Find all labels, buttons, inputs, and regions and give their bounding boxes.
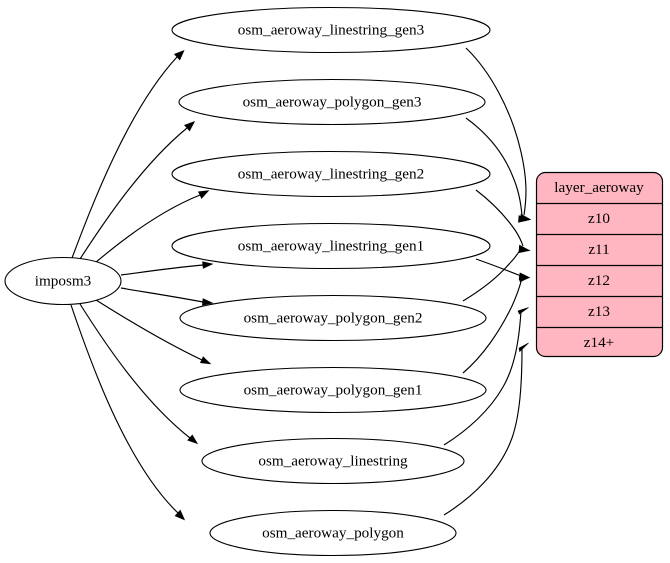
- edge-imposm3-to-osm_aeroway_linestring: [79, 303, 199, 445]
- edge-imposm3-to-osm_aeroway_polygon_gen1: [95, 299, 212, 365]
- layer_aeroway-row-z10-label[interactable]: z10: [588, 210, 610, 227]
- node-osm_aeroway_polygon_gen2-label: osm_aeroway_polygon_gen2: [244, 309, 423, 326]
- edge-imposm3-to-osm_aeroway_linestring_gen3: [71, 49, 185, 259]
- edge-osm_aeroway_polygon_gen3-to-z10: [465, 117, 530, 223]
- node-osm_aeroway_polygon_gen2[interactable]: osm_aeroway_polygon_gen2: [179, 294, 487, 342]
- node-osm_aeroway_polygon_gen2-shape[interactable]: [179, 294, 487, 342]
- edge-group-source-to-tables: [70, 49, 214, 521]
- node-osm_aeroway_polygon_gen3-shape[interactable]: [178, 78, 486, 126]
- node-osm_aeroway_linestring_gen3-label: osm_aeroway_linestring_gen3: [238, 21, 424, 38]
- layer_aeroway-row-z13-label[interactable]: z13: [588, 303, 610, 320]
- edge-imposm3-to-osm_aeroway_polygon: [70, 304, 186, 521]
- edge-osm_aeroway_polygon_gen2-to-z11: [462, 244, 531, 302]
- node-osm_aeroway_linestring-label: osm_aeroway_linestring: [258, 452, 408, 469]
- node-osm_aeroway_linestring-shape[interactable]: [201, 437, 465, 485]
- node-osm_aeroway_polygon-shape[interactable]: [209, 509, 457, 557]
- node-osm_aeroway_linestring_gen1[interactable]: osm_aeroway_linestring_gen1: [171, 222, 491, 270]
- edge-osm_aeroway_polygon_gen1-to-z12: [462, 276, 530, 374]
- edge-osm_aeroway_linestring-to-z13: [443, 307, 529, 446]
- edge-imposm3-to-osm_aeroway_polygon_gen3: [79, 120, 196, 260]
- node-imposm3-shape[interactable]: [4, 256, 122, 306]
- edge-imposm3-to-osm_aeroway_linestring_gen2: [94, 190, 210, 264]
- edge-osm_aeroway_polygon-to-z14: [443, 342, 529, 516]
- edge-group-tables-to-layer: [443, 47, 532, 516]
- edge-imposm3-to-osm_aeroway_linestring_gen1: [120, 261, 214, 276]
- node-osm_aeroway_polygon_gen1-label: osm_aeroway_polygon_gen1: [244, 381, 423, 398]
- node-osm_aeroway_linestring_gen3[interactable]: osm_aeroway_linestring_gen3: [171, 6, 491, 54]
- node-imposm3[interactable]: imposm3: [4, 256, 122, 306]
- node-imposm3-label: imposm3: [35, 272, 92, 289]
- node-osm_aeroway_linestring_gen2[interactable]: osm_aeroway_linestring_gen2: [171, 150, 491, 198]
- node-osm_aeroway_polygon_gen3[interactable]: osm_aeroway_polygon_gen3: [178, 78, 486, 126]
- node-osm_aeroway_linestring[interactable]: osm_aeroway_linestring: [201, 437, 465, 485]
- node-osm_aeroway_polygon_gen1[interactable]: osm_aeroway_polygon_gen1: [179, 366, 487, 414]
- node-osm_aeroway_linestring_gen2-label: osm_aeroway_linestring_gen2: [238, 165, 424, 182]
- node-osm_aeroway_linestring_gen3-shape[interactable]: [171, 6, 491, 54]
- layer_aeroway-row-z12-label[interactable]: z12: [588, 272, 610, 289]
- node-osm_aeroway_polygon_gen3-label: osm_aeroway_polygon_gen3: [243, 93, 422, 110]
- node-osm_aeroway_polygon_gen1-shape[interactable]: [179, 366, 487, 414]
- node-osm_aeroway_linestring_gen2-shape[interactable]: [171, 150, 491, 198]
- layer_aeroway-box[interactable]: [535, 171, 664, 358]
- node-osm_aeroway_polygon[interactable]: osm_aeroway_polygon: [209, 509, 457, 557]
- node-osm_aeroway_linestring_gen1-label: osm_aeroway_linestring_gen1: [238, 237, 424, 254]
- layer_aeroway-row-z14-label[interactable]: z14+: [584, 334, 615, 351]
- node-osm_aeroway_polygon-label: osm_aeroway_polygon: [262, 524, 404, 541]
- edge-imposm3-to-osm_aeroway_polygon_gen2: [120, 287, 214, 306]
- layer_aeroway-row-z11-label[interactable]: z11: [588, 241, 609, 258]
- node-osm_aeroway_linestring_gen1-shape[interactable]: [171, 222, 491, 270]
- layer_aeroway-header-label: layer_aeroway: [554, 179, 644, 196]
- node-layer_aeroway[interactable]: layer_aeroway z10 z11 z12 z13 z14+: [535, 171, 664, 358]
- edge-osm_aeroway_linestring_gen3-to-z10: [465, 47, 532, 223]
